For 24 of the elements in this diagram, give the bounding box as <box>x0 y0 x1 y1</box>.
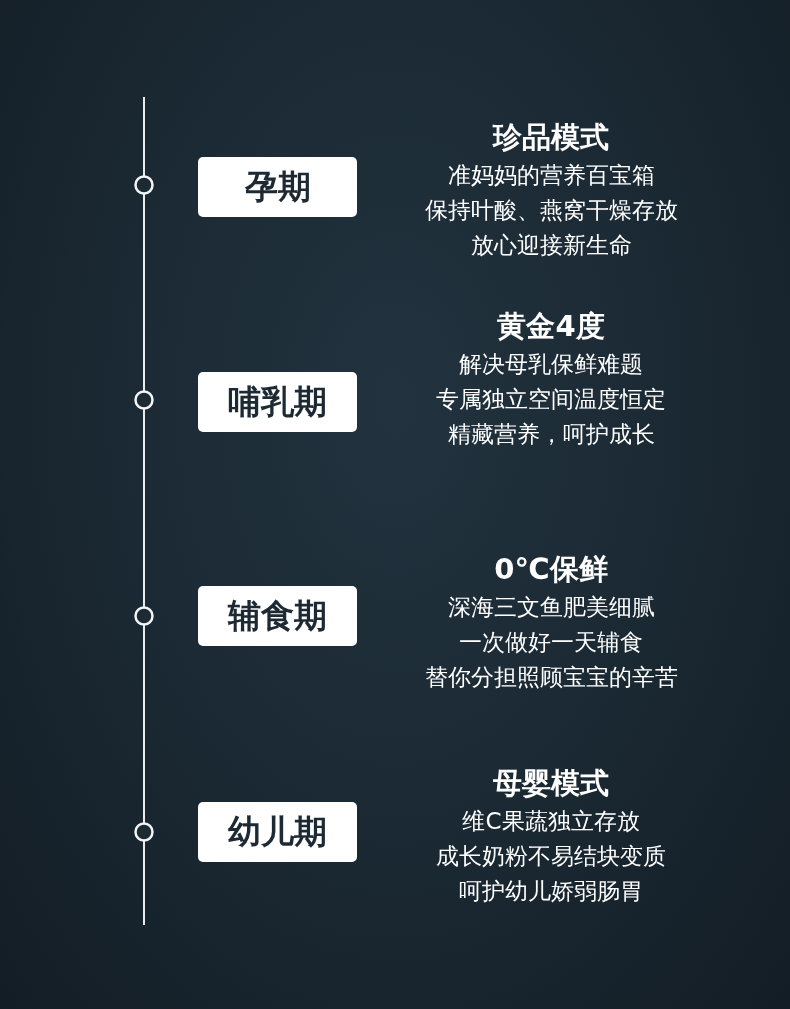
stage-label: 幼儿期 <box>228 810 327 853</box>
feature-heading: 母婴模式 <box>493 765 609 802</box>
feature-description: 解决母乳保鲜难题 <box>459 350 643 379</box>
feature-description: 呵护幼儿娇弱肠胃 <box>459 877 643 906</box>
stage-box <box>198 586 357 646</box>
feature-description: 专属独立空间温度恒定 <box>436 385 666 414</box>
feature-description: 成长奶粉不易结块变质 <box>436 842 666 871</box>
feature-description: 维C果蔬独立存放 <box>462 807 640 836</box>
feature-description: 放心迎接新生命 <box>470 231 632 260</box>
stage-label: 孕期 <box>244 165 311 208</box>
stage-box <box>198 802 357 862</box>
feature-description: 保持叶酸、燕窝干燥存放 <box>424 196 678 225</box>
feature-heading: 黄金4度 <box>497 308 605 345</box>
stage-label: 辅食期 <box>228 594 327 637</box>
stage-label: 哺乳期 <box>228 380 327 423</box>
stage-box <box>198 157 357 217</box>
feature-description: 替你分担照顾宝宝的辛苦 <box>424 663 678 692</box>
feature-description: 深海三文鱼肥美细腻 <box>447 593 655 622</box>
feature-heading: 0℃保鲜 <box>494 551 608 588</box>
feature-description: 准妈妈的营养百宝箱 <box>447 161 655 190</box>
feature-description: 一次做好一天辅食 <box>459 628 643 657</box>
feature-description: 精藏营养，呵护成长 <box>447 420 655 449</box>
feature-heading: 珍品模式 <box>493 119 609 156</box>
stage-box <box>198 372 357 432</box>
